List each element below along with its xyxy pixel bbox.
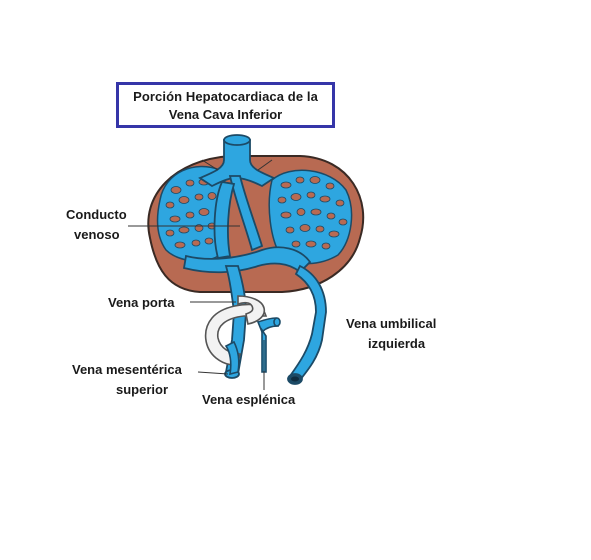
leader-mesenterica xyxy=(197,371,229,375)
leader-lines xyxy=(128,159,273,390)
label-conducto-line2: venoso xyxy=(74,227,120,242)
title-line-2: Vena Cava Inferior xyxy=(168,107,283,122)
leader-title-right xyxy=(257,159,273,171)
label-umbilical-line1: Vena umbilical xyxy=(346,316,437,331)
label-conducto-line1: Conducto xyxy=(66,207,127,222)
left-umbilical-vein xyxy=(287,264,327,385)
left-sinusoid-network xyxy=(156,165,229,262)
label-esplenica: Vena esplénica xyxy=(202,392,296,407)
title-box: Porción Hepatocardiaca de la Vena Cava I… xyxy=(116,82,335,128)
right-sinusoid-network xyxy=(268,169,353,265)
title-line-1: Porción Hepatocardiaca de la xyxy=(133,89,318,104)
label-vena-porta: Vena porta xyxy=(108,295,175,310)
leader-title-left xyxy=(201,159,219,171)
splenic-vein xyxy=(256,317,281,373)
superior-mesenteric-vein xyxy=(224,340,240,376)
label-umbilical-line2: izquierda xyxy=(368,336,426,351)
label-mesenterica-line2: superior xyxy=(116,382,169,397)
label-mesenterica-line1: Vena mesentérica xyxy=(72,362,182,377)
inferior-vena-cava xyxy=(198,134,276,260)
